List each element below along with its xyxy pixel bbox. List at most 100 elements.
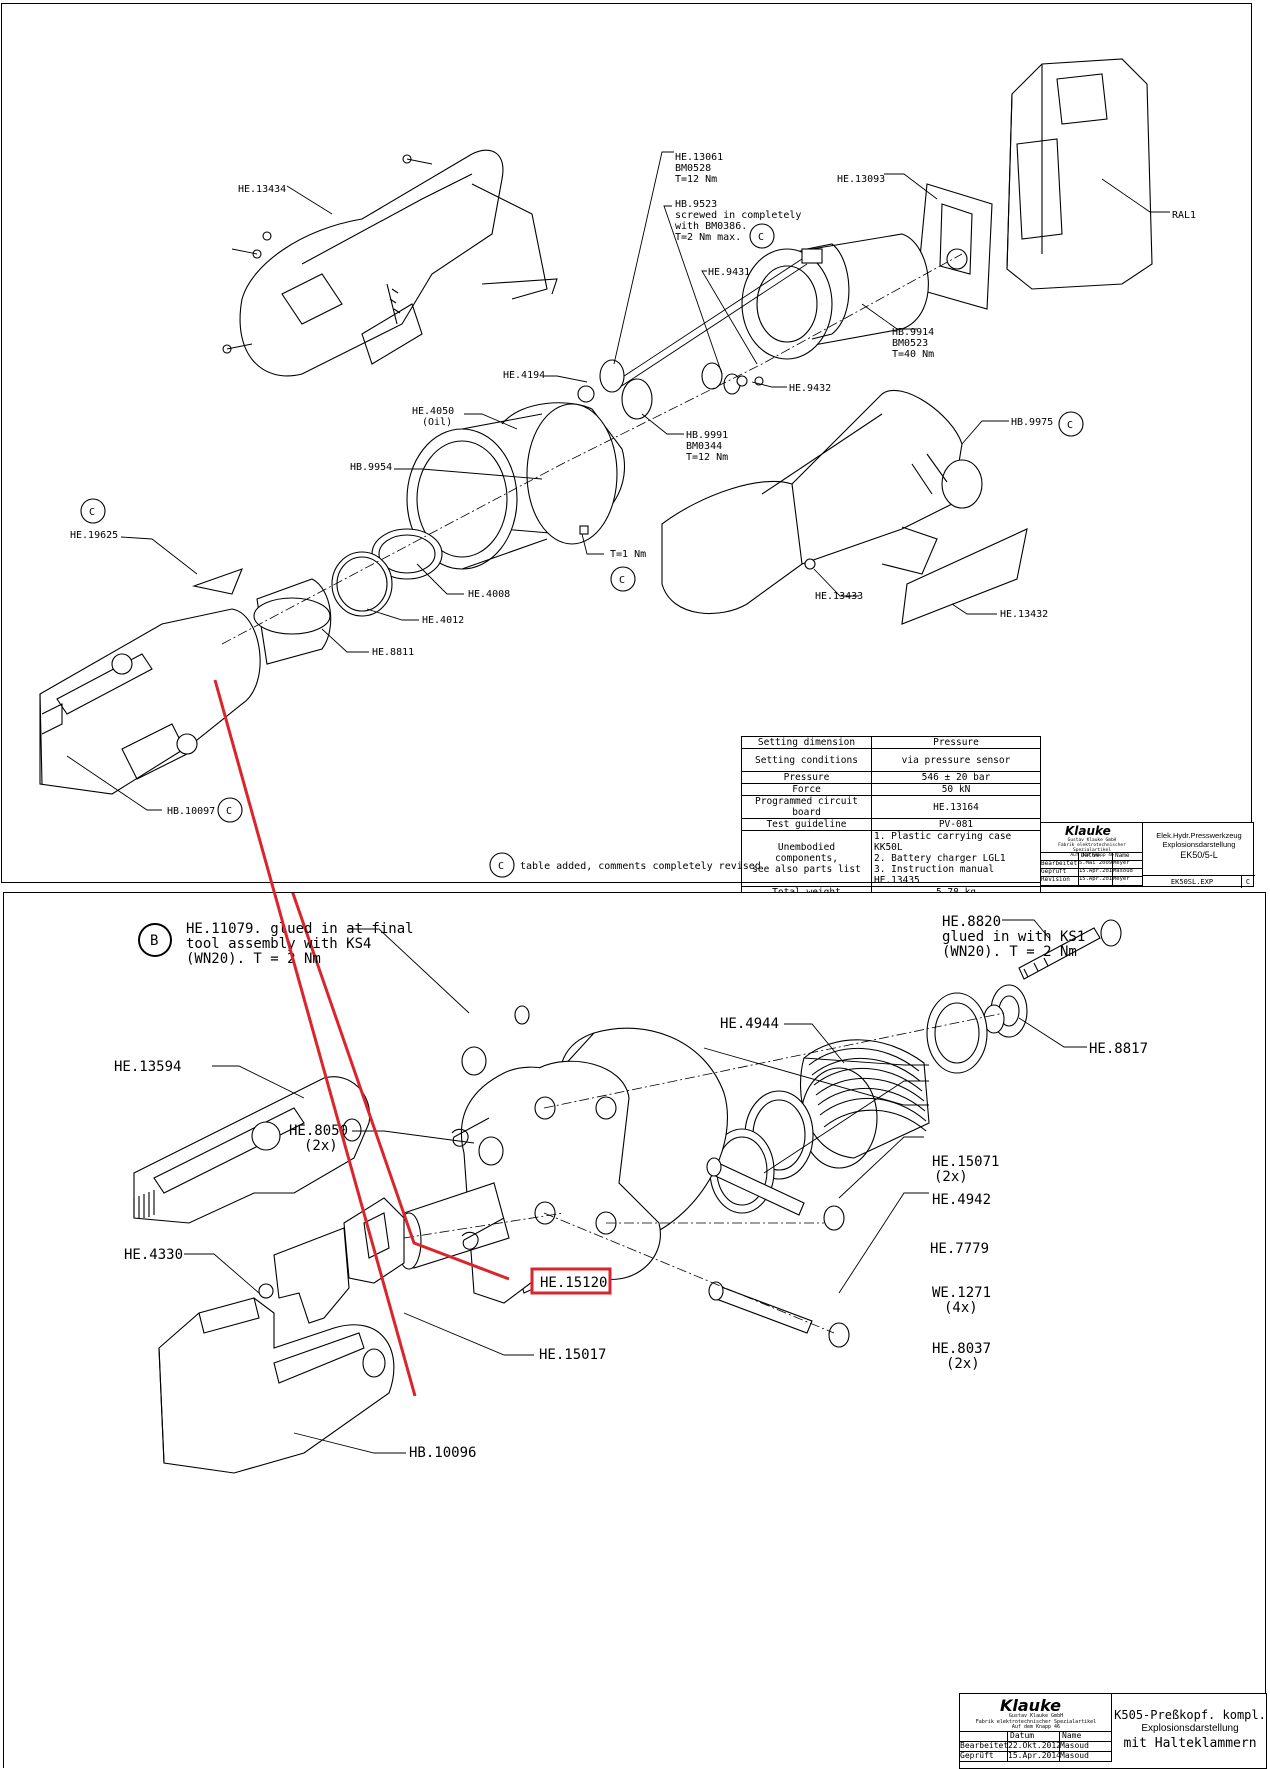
label-t1nm: T=1 Nm <box>610 549 646 560</box>
label-he13061-3: T=12 Nm <box>675 174 717 185</box>
label-hb9523-1: HB.9523 <box>675 199 717 210</box>
label-he13594: HE.13594 <box>114 1059 181 1075</box>
washer <box>926 992 988 1074</box>
label-hb9914-1: HB.9914 <box>892 327 934 338</box>
label-he13434: HE.13434 <box>238 184 286 195</box>
label-he15120: HE.15120 <box>540 1275 607 1291</box>
label-he8050-2: (2x) <box>304 1138 338 1154</box>
bearing-he8817 <box>983 984 1028 1038</box>
label-he15017: HE.15017 <box>539 1347 606 1363</box>
file-name: EK50SL.EXP <box>1170 878 1214 886</box>
table-row: Setting dimension Pressure <box>741 736 1041 749</box>
top-drawing-sheet: HE.13434 HE.13061 BM0528 T=12 Nm HB.9523… <box>1 3 1255 899</box>
svg-text:B: B <box>150 933 158 949</box>
klauke-logo: Klauke <box>1000 1696 1061 1715</box>
screw-he8820 <box>1018 919 1122 980</box>
label-he4944: HE.4944 <box>720 1016 779 1032</box>
label-he4330: HE.4330 <box>124 1247 183 1263</box>
label-hb9975: HB.9975 <box>1011 417 1053 428</box>
spring-he4944 <box>799 1039 930 1169</box>
label-he8050-1: HE.8050 <box>289 1123 348 1139</box>
label-we1271-1: WE.1271 <box>932 1285 991 1301</box>
leader-lines <box>66 151 1170 811</box>
lower-housing-part <box>661 389 983 615</box>
drawing-title: K505-Preßkopf. kompl. Explosionsdarstell… <box>1114 1708 1266 1751</box>
label-hb10097: HB.10097 <box>167 806 215 817</box>
head-plates <box>460 1060 661 1304</box>
wedge-part <box>191 568 243 595</box>
revision-marker: C <box>80 498 106 524</box>
label-he8037-2: (2x) <box>946 1356 980 1372</box>
label-he11079-3: (WN20). T = 2 Nm <box>186 951 321 967</box>
label-he9432: HE.9432 <box>789 383 831 394</box>
title-block-top: Klauke Gustav Klauke GmbH Fabrik elektro… <box>1040 822 1255 888</box>
label-he15071-1: HE.15071 <box>932 1154 999 1170</box>
label-he15071-2: (2x) <box>934 1169 968 1185</box>
table-row: Programmed circuit board HE.13164 <box>741 795 1041 819</box>
label-he8820-1: HE.8820 <box>942 914 1001 930</box>
highlight-box <box>530 1267 612 1295</box>
label-he8037-1: HE.8037 <box>932 1341 991 1357</box>
valve-parts <box>577 359 748 420</box>
settings-table: Setting dimension Pressure Setting condi… <box>741 736 1041 899</box>
label-he4942: HE.4942 <box>932 1192 991 1208</box>
main-housing-part <box>406 402 626 570</box>
clips-and-springs <box>451 1005 530 1250</box>
svg-text:C: C <box>498 861 504 872</box>
lower-jaw-hb10096 <box>158 1297 395 1474</box>
label-he11079-2: tool assembly with KS4 <box>186 936 371 952</box>
seal-rings-part <box>253 528 443 665</box>
label-he13061-1: HE.13061 <box>675 152 723 163</box>
top-exploded-view: HE.13434 HE.13061 BM0528 T=12 Nm HB.9523… <box>39 58 1196 878</box>
assembly-axis <box>221 253 963 645</box>
label-we1271-2: (4x) <box>944 1300 978 1316</box>
revision-marker: C <box>217 797 243 823</box>
company-address: Gustav Klauke GmbH Fabrik elektrotechnis… <box>1058 838 1126 858</box>
label-hb9914-2: BM0523 <box>892 338 928 349</box>
label-he8817: HE.8817 <box>1089 1041 1148 1057</box>
label-he11079-1: HE.11079. glued in at final <box>186 921 414 937</box>
table-row: Unembodied components, see also parts li… <box>741 830 1041 887</box>
revision-letter: C <box>1245 878 1251 886</box>
label-he4008: HE.4008 <box>468 589 510 600</box>
label-he13093: HE.13093 <box>837 174 885 185</box>
revision-marker: C <box>610 566 636 592</box>
title-block-bottom: Klauke Gustav Klauke GmbH Fabrik elektro… <box>959 1693 1267 1769</box>
revision-note: table added, comments completely revised <box>520 861 761 872</box>
pins-he8037 <box>706 1157 850 1348</box>
label-he4050-1: HE.4050 <box>412 406 454 417</box>
label-hb9523-2: screwed in completely <box>675 210 801 221</box>
bottom-drawing-sheet: HE.8820 glued in with KS1 (WN20). T = 2 … <box>3 892 1267 1769</box>
side-cover-part <box>901 528 1028 625</box>
press-head-part <box>39 608 261 795</box>
label-he8811: HE.8811 <box>372 647 414 658</box>
klauke-logo: Klauke <box>1065 824 1111 838</box>
table-row: Setting conditions via pressure sensor <box>741 748 1041 772</box>
table-row: Force 50 kN <box>741 783 1041 796</box>
svg-text:C: C <box>1067 420 1073 431</box>
label-hb9954: HB.9954 <box>350 462 392 473</box>
revision-marker-b: B <box>138 923 172 957</box>
bracket-he15017 <box>258 1197 405 1324</box>
label-hb9523-3: with BM0386. <box>675 221 747 232</box>
label-he4194: HE.4194 <box>503 370 545 381</box>
label-he4012: HE.4012 <box>422 615 464 626</box>
revision-marker: C <box>1058 411 1084 437</box>
label-hb9991-1: HB.9991 <box>686 430 728 441</box>
svg-text:C: C <box>619 575 625 586</box>
label-he13061-2: BM0528 <box>675 163 711 174</box>
revision-marker: C <box>749 223 775 249</box>
label-hb9914-3: T=40 Nm <box>892 349 934 360</box>
screws <box>579 376 816 570</box>
svg-text:C: C <box>89 507 95 518</box>
revision-marker: C <box>489 852 515 878</box>
label-he8820-2: glued in with KS1 <box>942 929 1085 945</box>
label-hb9991-3: T=12 Nm <box>686 452 728 463</box>
handle-shell-part <box>222 149 558 377</box>
svg-text:C: C <box>226 806 232 817</box>
battery-pack-part <box>1006 58 1153 290</box>
motor-part <box>611 233 929 390</box>
label-he13432: HE.13432 <box>1000 609 1048 620</box>
label-hb9991-2: BM0344 <box>686 441 722 452</box>
table-row: Pressure 546 ± 20 bar <box>741 771 1041 784</box>
